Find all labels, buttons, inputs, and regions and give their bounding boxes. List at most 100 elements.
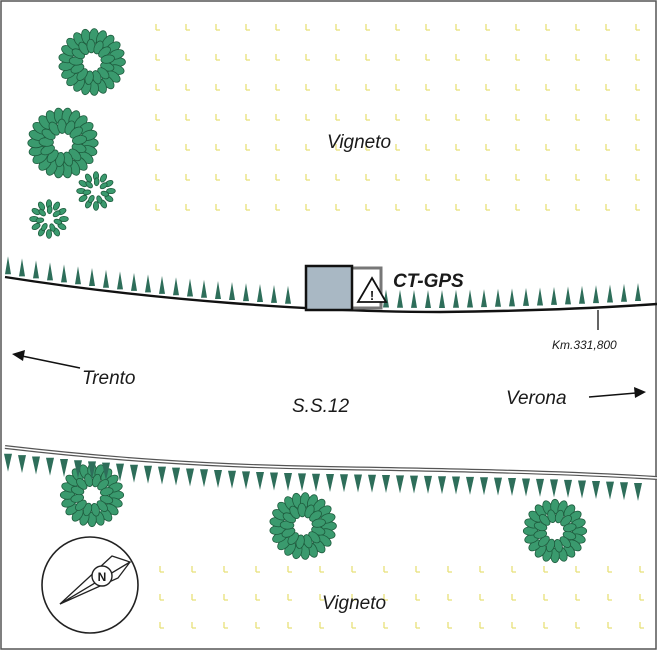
vineyard-south-label: Vigneto bbox=[322, 593, 386, 614]
tree-icon bbox=[27, 107, 99, 179]
vine-mark bbox=[545, 24, 550, 31]
vine-mark bbox=[215, 24, 220, 31]
hedge-shrub bbox=[635, 283, 641, 302]
hedge-shrub bbox=[103, 269, 109, 288]
vine-mark bbox=[245, 24, 250, 31]
vine-mark bbox=[515, 24, 520, 31]
hedge-shrub bbox=[257, 284, 263, 303]
road-label: S.S.12 bbox=[292, 396, 349, 417]
vine-mark bbox=[215, 54, 220, 61]
hedge-shrub bbox=[382, 475, 390, 494]
hedge-shrub bbox=[187, 278, 193, 297]
vine-mark bbox=[545, 174, 550, 181]
vine-mark bbox=[155, 84, 160, 91]
vine-mark bbox=[335, 204, 340, 211]
vine-mark bbox=[511, 566, 516, 573]
vine-mark bbox=[275, 114, 280, 121]
vine-mark bbox=[543, 594, 548, 601]
hedge-shrub bbox=[537, 287, 543, 306]
hedge-shrub bbox=[578, 480, 586, 499]
vine-mark bbox=[383, 622, 388, 629]
hedge-shrub bbox=[256, 471, 264, 490]
vine-mark bbox=[515, 114, 520, 121]
vineyard-north-rows bbox=[155, 24, 640, 211]
vine-mark bbox=[575, 54, 580, 61]
hedge-shrub bbox=[116, 463, 124, 482]
vine-mark bbox=[275, 144, 280, 151]
hedge-shrub bbox=[215, 280, 221, 299]
vine-mark bbox=[455, 24, 460, 31]
vine-mark bbox=[335, 114, 340, 121]
vine-mark bbox=[185, 174, 190, 181]
hedge-shrub bbox=[467, 289, 473, 308]
hedge-shrub bbox=[340, 474, 348, 493]
vine-mark bbox=[607, 566, 612, 573]
hedge-shrub bbox=[438, 476, 446, 495]
vine-mark bbox=[607, 594, 612, 601]
hedge-shrub bbox=[145, 274, 151, 293]
vine-mark bbox=[191, 566, 196, 573]
vine-mark bbox=[395, 84, 400, 91]
hedge-shrub bbox=[89, 267, 95, 286]
hedge-shrub bbox=[88, 461, 96, 480]
vine-mark bbox=[415, 566, 420, 573]
hedge-shrub bbox=[411, 289, 417, 308]
hedge-shrub bbox=[186, 468, 194, 487]
vine-mark bbox=[455, 54, 460, 61]
hedge-shrub bbox=[480, 477, 488, 496]
vine-mark bbox=[485, 114, 490, 121]
vine-mark bbox=[215, 84, 220, 91]
vine-mark bbox=[185, 204, 190, 211]
vine-mark bbox=[543, 566, 548, 573]
vine-mark bbox=[575, 144, 580, 151]
vine-mark bbox=[575, 594, 580, 601]
vine-mark bbox=[185, 54, 190, 61]
vine-mark bbox=[479, 566, 484, 573]
hedge-shrub bbox=[425, 289, 431, 308]
hedge-shrub bbox=[495, 288, 501, 307]
vine-mark bbox=[515, 54, 520, 61]
hedge-shrub bbox=[312, 473, 320, 492]
hedge-shrub bbox=[229, 282, 235, 301]
vine-mark bbox=[455, 204, 460, 211]
vine-mark bbox=[395, 24, 400, 31]
vine-mark bbox=[305, 84, 310, 91]
vine-mark bbox=[335, 54, 340, 61]
hedge-north bbox=[5, 256, 641, 308]
vine-mark bbox=[485, 174, 490, 181]
vine-mark bbox=[605, 84, 610, 91]
vine-mark bbox=[255, 622, 260, 629]
hedge-shrub bbox=[242, 471, 250, 490]
vine-mark bbox=[255, 566, 260, 573]
vine-mark bbox=[275, 204, 280, 211]
hedge-shrub bbox=[200, 469, 208, 488]
hedge-shrub bbox=[354, 474, 362, 493]
vine-mark bbox=[515, 84, 520, 91]
vine-mark bbox=[635, 54, 640, 61]
hedge-shrub bbox=[18, 455, 26, 474]
vine-mark bbox=[383, 594, 388, 601]
hedge-shrub bbox=[439, 289, 445, 308]
vine-mark bbox=[605, 204, 610, 211]
hedge-shrub bbox=[564, 479, 572, 498]
hedge-shrub bbox=[522, 478, 530, 497]
tree-icon bbox=[58, 28, 126, 96]
hedge-shrub bbox=[5, 256, 11, 275]
vine-mark bbox=[485, 24, 490, 31]
vine-mark bbox=[425, 174, 430, 181]
vine-mark bbox=[515, 204, 520, 211]
hedge-shrub bbox=[424, 475, 432, 494]
vine-mark bbox=[395, 144, 400, 151]
vineyard-south-rows bbox=[159, 566, 644, 629]
hedge-shrub bbox=[158, 466, 166, 485]
vine-mark bbox=[635, 24, 640, 31]
hedge-shrub bbox=[298, 473, 306, 492]
arrow-to-verona bbox=[588, 387, 646, 398]
vine-mark bbox=[335, 174, 340, 181]
vine-mark bbox=[215, 144, 220, 151]
svg-text:N: N bbox=[98, 570, 107, 584]
hedge-shrub bbox=[19, 258, 25, 277]
hedge-shrub bbox=[481, 289, 487, 308]
vine-mark bbox=[545, 114, 550, 121]
hedge-shrub bbox=[368, 474, 376, 493]
